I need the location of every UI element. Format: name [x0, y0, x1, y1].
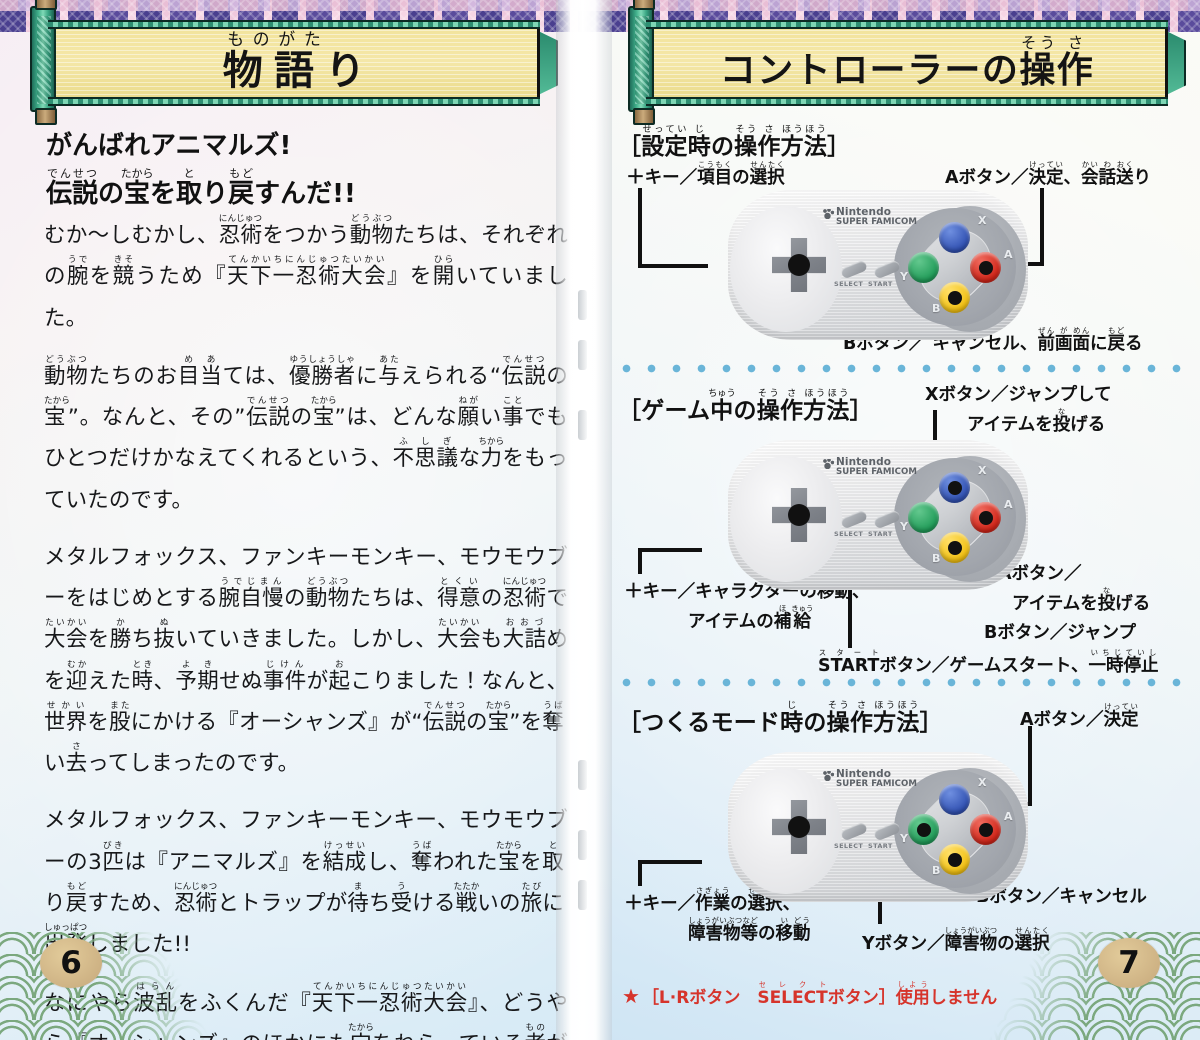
b-button-icon — [939, 844, 970, 875]
y-button-label: Y — [900, 520, 908, 533]
section-title-ingame: ［ゲーム中ちゅうの操そう作さ方法ほうほう］ — [618, 388, 873, 424]
select-label: SELECT — [834, 842, 864, 850]
leader-line — [638, 548, 702, 552]
a-button-icon — [970, 814, 1001, 845]
x-button-label: X — [978, 464, 987, 477]
snes-controller-setup: Nintendo SUPER FAMICOM SELECT START X A … — [728, 190, 1028, 340]
story-heading: がんばれアニマルズ! 伝説でんせつの宝たからを取とり戻もどすんだ!! — [46, 128, 566, 213]
a-button-icon — [970, 502, 1001, 533]
wave-pattern-left — [0, 932, 290, 1040]
leader-line — [638, 188, 642, 268]
snes-controller-ingame: Nintendo SUPER FAMICOM SELECT START X A … — [728, 440, 1028, 590]
y-button-icon — [908, 252, 939, 283]
story-banner-title: 物もの語がたり — [222, 29, 377, 94]
footer-note: ★［L·Rボタン SELECTセ レ ク トボタン］使用しようしません — [622, 980, 998, 1008]
dpad-connector-dot — [788, 816, 810, 838]
callout-setup-dpad: ＋キー／項目こうもくの選択せんたく — [626, 160, 785, 188]
callout-ingame-b: Bボタン／ジャンプ — [984, 623, 1136, 643]
right-page: コントローラーの操そう作さ ［設定せってい時じの操そう作さ方法ほうほう］ ＋キー… — [600, 0, 1200, 1040]
story-paragraph-4: メタルフォックス、ファンキーモンキー、モウモウブーの3匹びきは『アニマルズ』を結… — [44, 808, 568, 957]
brand-line-2: SUPER FAMICOM — [836, 216, 917, 227]
y-button-label: Y — [900, 270, 908, 283]
x-button-icon — [939, 784, 970, 815]
start-label: START — [868, 842, 893, 850]
border-pink-band-right — [600, 0, 1200, 11]
b-button-icon — [939, 282, 970, 313]
nintendo-paw-icon — [823, 209, 834, 219]
story-banner: 物もの語がたり — [30, 0, 558, 125]
leader-line — [1028, 726, 1032, 806]
snes-controller-create: Nintendo SUPER FAMICOM SELECT START X A … — [728, 752, 1028, 902]
x-button-label: X — [978, 776, 987, 789]
story-paragraph-3: メタルフォックス、ファンキーモンキー、モウモウブーをはじめとする腕自慢うでじまん… — [44, 544, 569, 777]
story-body: むか～しむかし、忍術にんじゅつをつかう動物どうぶつたちは、それぞれの腕うでを競き… — [44, 214, 568, 1040]
select-label: SELECT — [834, 530, 864, 538]
a-button-icon — [970, 252, 1001, 283]
callout-setup-a: Aボタン／決定けってい、会かい話わ送おくり — [945, 160, 1152, 188]
callout-ingame-x: Xボタン／ジャンプして アイテムを投なげる — [925, 385, 1112, 436]
story-heading-line2: 伝説でんせつの宝たからを取とり戻もどすんだ!! — [46, 166, 356, 209]
banner-body-right: コントローラーの操そう作さ — [646, 20, 1168, 106]
a-button-label: A — [1004, 498, 1013, 511]
dpad-connector-dot — [788, 504, 810, 526]
a-button-label: A — [1004, 248, 1013, 261]
nintendo-logo: Nintendo SUPER FAMICOM — [823, 207, 917, 227]
leader-line — [638, 860, 642, 886]
banner-body: 物もの語がたり — [48, 20, 540, 106]
start-label: START — [868, 280, 893, 288]
section-title-setup: ［設定せってい時じの操そう作さ方法ほうほう］ — [618, 124, 851, 160]
b-button-label: B — [932, 302, 941, 315]
controls-banner: コントローラーの操そう作さ — [628, 0, 1186, 125]
leader-line — [1040, 188, 1044, 266]
b-button-label: B — [932, 552, 941, 565]
nintendo-logo: Nintendo SUPER FAMICOM — [823, 769, 917, 789]
callout-create-dpad: ＋キー／作業さぎょうの選択せんたく、 障害物等しょうがいぶつなどの移い動どう — [624, 886, 811, 945]
brand-line-2: SUPER FAMICOM — [836, 778, 917, 789]
banner-edge-bottom-right — [646, 97, 1168, 106]
page-number-right: 7 — [1098, 938, 1160, 988]
x-button-icon — [939, 472, 970, 503]
star-icon: ★ — [622, 984, 640, 1008]
story-heading-line1: がんばれアニマルズ! — [46, 131, 292, 161]
callout-ingame-a: Aボタン／ アイテムを投なげる — [998, 564, 1151, 615]
story-paragraph-2: 動物どうぶつたちのお目め当あては、優勝者ゆうしょうしゃに与あたえられる“伝説でん… — [44, 354, 569, 513]
callout-ingame-start: STARTス タ ー トボタン／ゲームスタート、一時停止いちじていし — [818, 648, 1159, 676]
page-number-left: 6 — [40, 938, 102, 988]
leader-line — [638, 264, 708, 268]
border-pink-band — [0, 0, 600, 11]
banner-edge-bottom — [48, 97, 540, 106]
brand-line-2: SUPER FAMICOM — [836, 466, 917, 477]
dpad-connector-dot — [788, 254, 810, 276]
y-button-icon — [908, 502, 939, 533]
nintendo-paw-icon — [823, 771, 834, 781]
b-button-icon — [939, 532, 970, 563]
nintendo-paw-icon — [823, 459, 834, 469]
leader-line — [638, 548, 642, 574]
b-button-label: B — [932, 864, 941, 877]
start-label: START — [868, 530, 893, 538]
x-button-icon — [939, 222, 970, 253]
section-divider — [614, 678, 1188, 687]
y-button-label: Y — [900, 832, 908, 845]
select-label: SELECT — [834, 280, 864, 288]
section-title-create: ［つくるモード時じの操そう作さ方法ほうほう］ — [618, 700, 943, 736]
callout-create-a: Aボタン／決定けってい — [1020, 702, 1139, 730]
callout-create-b: Bボタン／キャンセル — [976, 887, 1147, 907]
story-paragraph-1: むか～しむかし、忍術にんじゅつをつかう動物どうぶつたちは、それぞれの腕うでを競き… — [44, 214, 569, 331]
a-button-label: A — [1004, 810, 1013, 823]
nintendo-logo: Nintendo SUPER FAMICOM — [823, 457, 917, 477]
section-divider — [614, 364, 1188, 373]
leader-line — [638, 860, 702, 864]
banner-edge-top — [48, 20, 540, 29]
banner-edge-top-right — [646, 20, 1168, 29]
controls-banner-title: コントローラーの操そう作さ — [719, 33, 1095, 91]
x-button-label: X — [978, 214, 987, 227]
y-button-icon — [908, 814, 939, 845]
left-page: 物もの語がたり がんばれアニマルズ! 伝説でんせつの宝たからを取とり戻もどすんだ… — [0, 0, 600, 1040]
